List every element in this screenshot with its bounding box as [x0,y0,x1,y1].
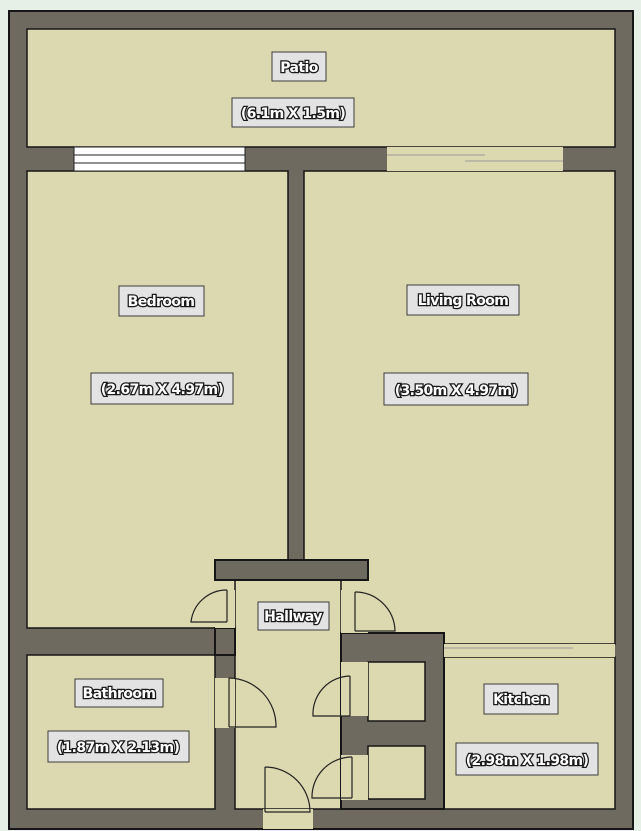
bedroom-size: (2.67m X 4.97m) [101,382,224,398]
kitchen-floor [443,656,616,810]
closet-lower [367,745,426,800]
hallway-label: Hallway [257,601,330,631]
patio-floor [26,28,616,148]
bedroom-window [73,146,246,172]
kitchen-name: Kitchen [493,692,549,708]
living-room-label: Living Room [406,284,520,316]
bathroom-name: Bathroom [83,686,156,702]
entry-door [263,766,313,829]
kitchen-size: (2.98m X 1.98m) [466,753,589,769]
hallway-left-wall [214,627,236,656]
kitchen-label: Kitchen [483,683,559,715]
bedroom-door [190,589,235,628]
bedroom-name: Bedroom [128,294,195,310]
closet-upper-door [312,675,351,717]
closet-lower-doorway [341,755,368,800]
bedroom-size-label: (2.67m X 4.97m) [90,372,234,405]
bathroom-size-label: (1.87m X 2.13m) [47,730,190,763]
living-room-door [341,590,396,633]
kitchen-size-label: (2.98m X 1.98m) [455,742,599,776]
patio-label: Patio [271,51,327,82]
living-room-name: Living Room [418,293,509,309]
bathroom-size: (1.87m X 2.13m) [57,740,180,756]
closet-upper-doorway [341,662,368,716]
sliding-door-opening [387,147,563,171]
patio-size: (6.1m X 1.5m) [241,106,346,122]
hallway-name: Hallway [264,609,322,625]
hallway-top-wall [214,559,369,581]
closet-upper [367,661,426,722]
patio-size-label: (6.1m X 1.5m) [231,97,355,128]
closet-lower-door [311,756,353,799]
bedroom-label: Bedroom [118,285,205,317]
living-room-size-label: (3.50m X 4.97m) [383,372,529,406]
bathroom-label: Bathroom [74,678,164,708]
kitchen-opening [444,644,573,657]
bathroom-door [215,677,277,728]
patio-name: Patio [280,60,318,76]
living-room-size: (3.50m X 4.97m) [395,383,518,399]
